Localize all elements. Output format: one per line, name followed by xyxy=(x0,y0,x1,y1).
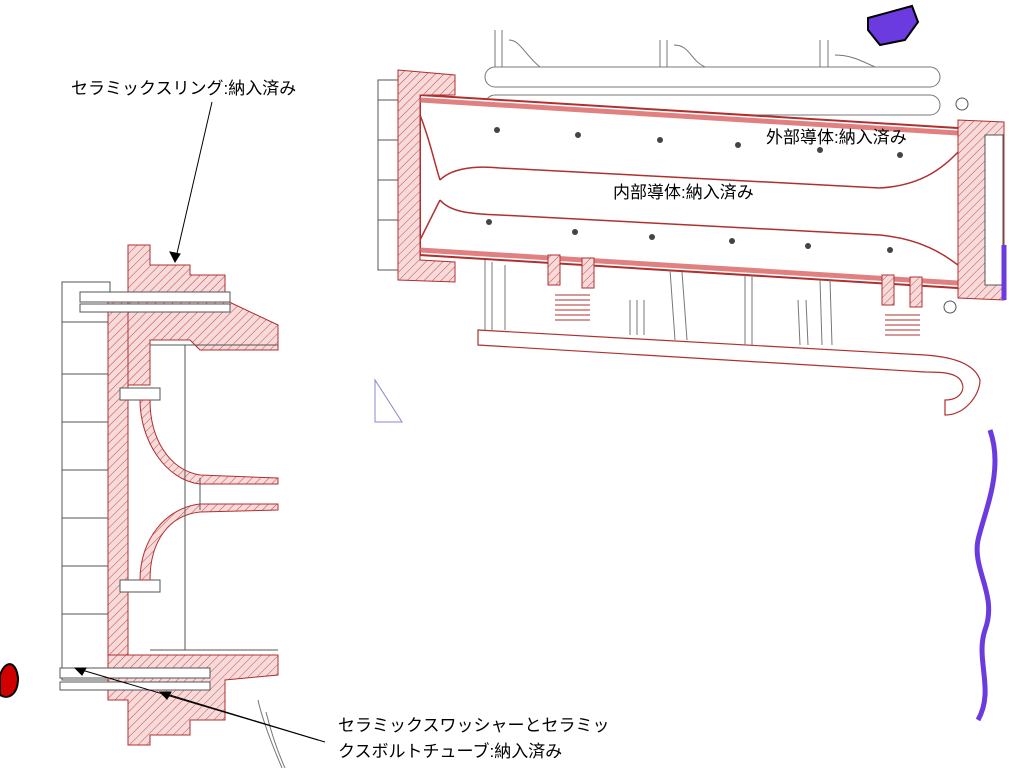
label-ceramic-washer-line1: セラミックスワッシャーとセラミッ xyxy=(338,716,610,735)
label-inner-conductor: 内部導体:納入済み xyxy=(613,183,754,202)
label-ceramic-ring: セラミックスリング:納入済み xyxy=(71,79,297,98)
decorative-accents xyxy=(0,4,1007,722)
assembly-drawing xyxy=(374,30,1005,423)
label-ceramic-washer: セラミックスワッシャーとセラミッ クスボルトチューブ:納入済み xyxy=(338,713,658,765)
label-ceramic-washer-line2: クスボルトチューブ:納入済み xyxy=(338,742,563,761)
label-outer-conductor: 外部導体:納入済み xyxy=(766,128,907,147)
leader-lines xyxy=(73,101,326,743)
detail-section-view xyxy=(59,244,286,769)
